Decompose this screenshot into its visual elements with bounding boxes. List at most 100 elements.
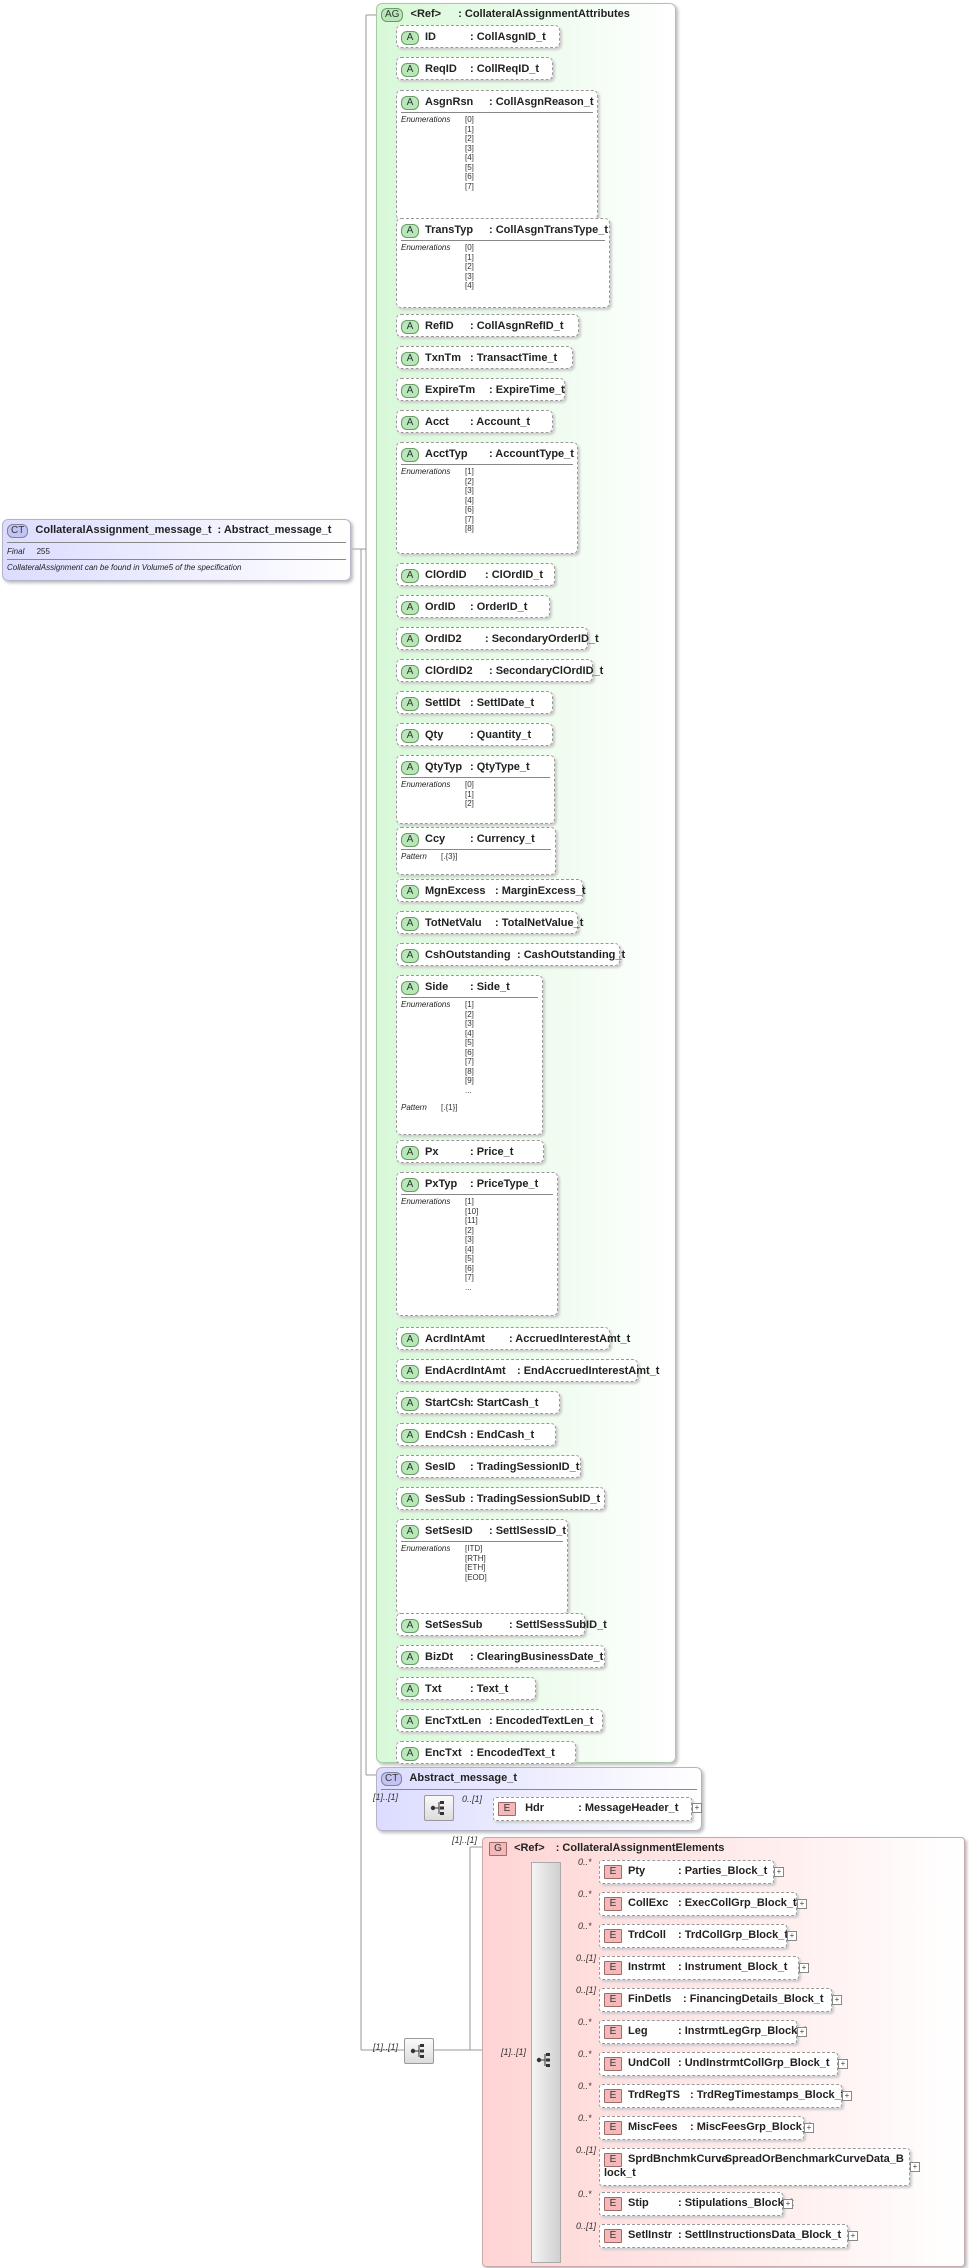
attribute-badge: A (401, 384, 419, 398)
expand-icon[interactable]: + (838, 2059, 848, 2069)
attribute-type: : Price_t (470, 1146, 514, 1158)
element-cardinality: 0..[1] (576, 1953, 597, 1963)
element-name: UndColl (628, 2057, 671, 2069)
group-badge: G (489, 1842, 507, 1856)
element-badge: E (604, 2121, 622, 2135)
element-type: : FinancingDetails_Block_t (683, 1993, 824, 2005)
attribute-type: : TransactTime_t (470, 352, 558, 364)
expand-icon[interactable]: + (774, 1867, 784, 1877)
attribute-name: Side (425, 981, 449, 993)
expand-icon[interactable]: + (797, 2027, 807, 2037)
expand-icon[interactable]: + (842, 2091, 852, 2101)
element-cardinality: 0..* (578, 2081, 592, 2091)
attribute-type: : EncodedTextLen_t (489, 1715, 594, 1727)
attribute-badge: A (401, 1397, 419, 1411)
expand-icon[interactable]: + (692, 1803, 702, 1813)
sequence-icon[interactable] (404, 2038, 434, 2064)
element-cardinality: 0..* (578, 2017, 592, 2027)
expand-icon[interactable]: + (848, 2231, 858, 2241)
expand-icon[interactable]: + (910, 2162, 920, 2172)
expand-icon[interactable]: + (832, 1995, 842, 2005)
attribute-badge: A (401, 1365, 419, 1379)
element-name: Instrmt (628, 1961, 666, 1973)
abstract-type-name: Abstract_message_t (409, 1772, 518, 1784)
enum-value: [7] (465, 1273, 474, 1282)
element-type: : InstrmtLegGrp_Block_t (678, 2025, 807, 2037)
attribute-type: : Currency_t (470, 833, 535, 845)
expand-icon[interactable]: + (797, 1899, 807, 1909)
attribute-badge: A (401, 569, 419, 583)
enum-value: [4] (465, 495, 474, 505)
attribute-type: : QtyType_t (470, 761, 530, 773)
expand-icon[interactable]: + (799, 1963, 809, 1973)
element-cardinality: 0..* (578, 2189, 592, 2199)
expand-icon[interactable]: + (804, 2123, 814, 2133)
element-hdr[interactable]: E Hdr : MessageHeader_t (493, 1797, 692, 1821)
enum-value: [0] (465, 243, 474, 252)
enum-value: [6] (465, 172, 474, 181)
enum-value: [7] (465, 1057, 474, 1066)
element-name: TrdRegTS (628, 2089, 680, 2101)
attribute-type: : CollAsgnTransType_t (489, 224, 608, 236)
enumerations-label: Enumerations (401, 1000, 451, 1009)
attribute-badge: A (401, 1747, 419, 1761)
attribute-badge: A (401, 1525, 419, 1539)
sequence-icon[interactable] (424, 1795, 454, 1821)
type-name: CollateralAssignment_message_t (35, 524, 212, 536)
expand-icon[interactable]: + (783, 2199, 793, 2209)
attribute-name: EncTxt (425, 1747, 462, 1759)
attribute-badge: A (401, 1683, 419, 1697)
final-value: 255 (36, 547, 50, 556)
element-badge: E (604, 1897, 622, 1911)
main-complex-type[interactable]: CT CollateralAssignment_message_t : Abst… (2, 519, 351, 581)
expand-icon[interactable]: + (787, 1931, 797, 1941)
